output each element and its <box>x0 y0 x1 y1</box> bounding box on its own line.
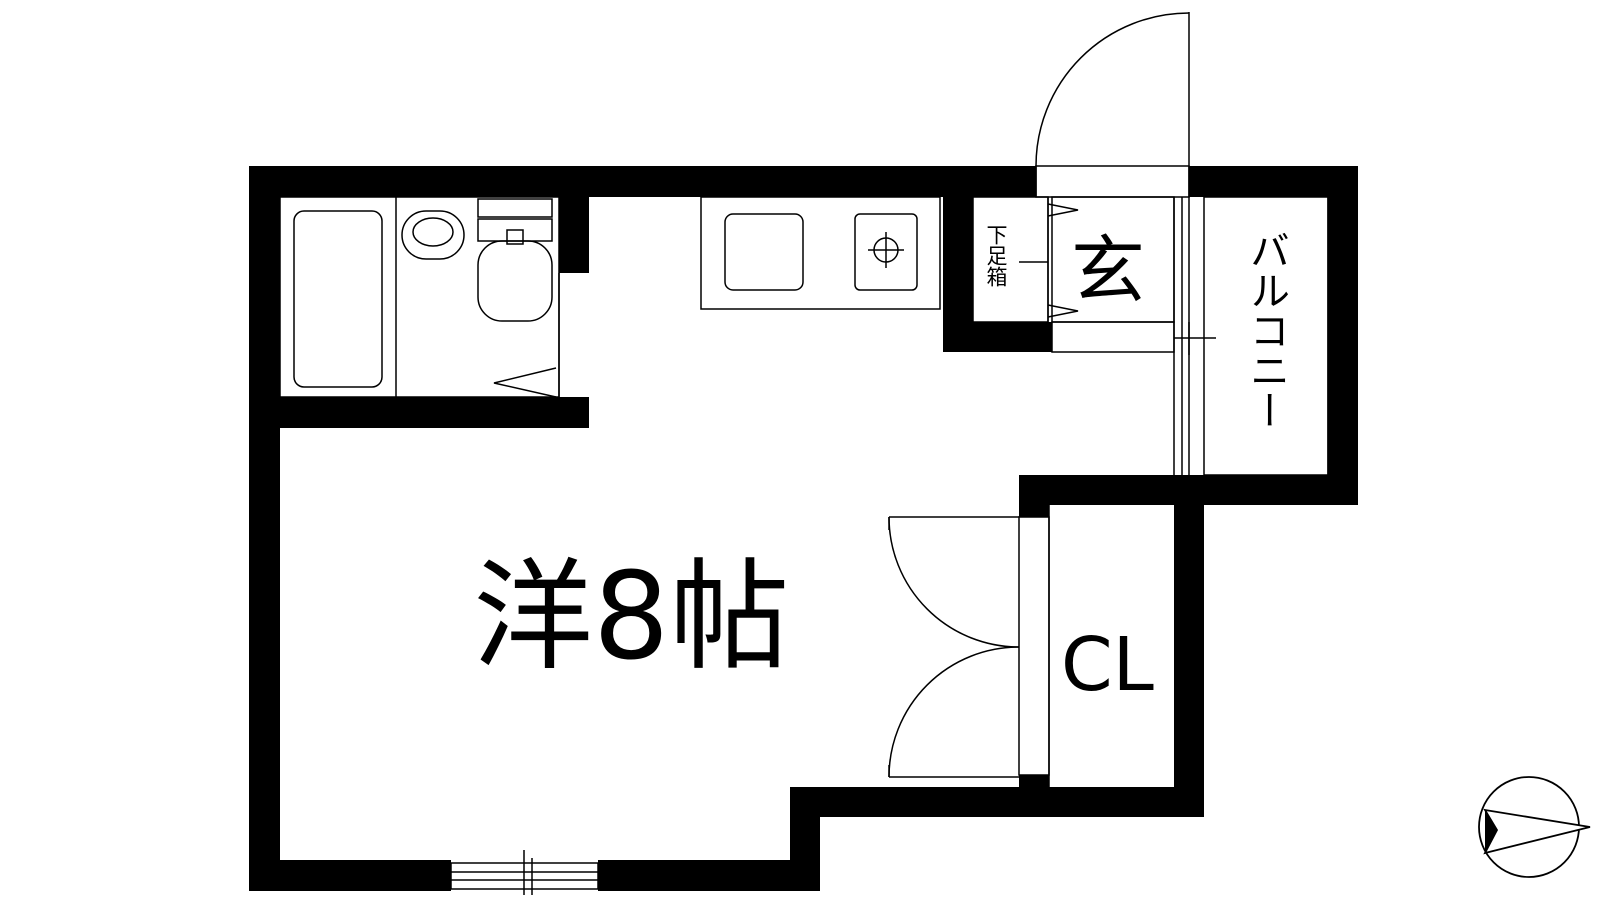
balcony-area <box>1173 196 1329 476</box>
closet-area <box>888 505 1050 787</box>
north-arrow-icon <box>1478 776 1591 878</box>
closet-label: CL <box>1061 622 1154 708</box>
walls <box>249 166 1358 891</box>
bathroom-fixtures <box>279 196 560 398</box>
stove-icon <box>854 213 918 291</box>
main-room-label: 洋8帖 <box>473 548 789 687</box>
sink-icon <box>724 213 804 291</box>
bathtub-icon <box>293 210 383 388</box>
window <box>450 850 599 895</box>
toilet-icon <box>477 198 553 322</box>
balcony-label: バルコニー <box>1243 230 1289 430</box>
entrance-door <box>1035 12 1190 198</box>
washbasin-icon <box>401 210 465 260</box>
kitchen-counter <box>700 196 941 310</box>
shoe-box-label: 下足箱 <box>984 224 1008 287</box>
entrance-label: 玄 <box>1071 228 1145 314</box>
